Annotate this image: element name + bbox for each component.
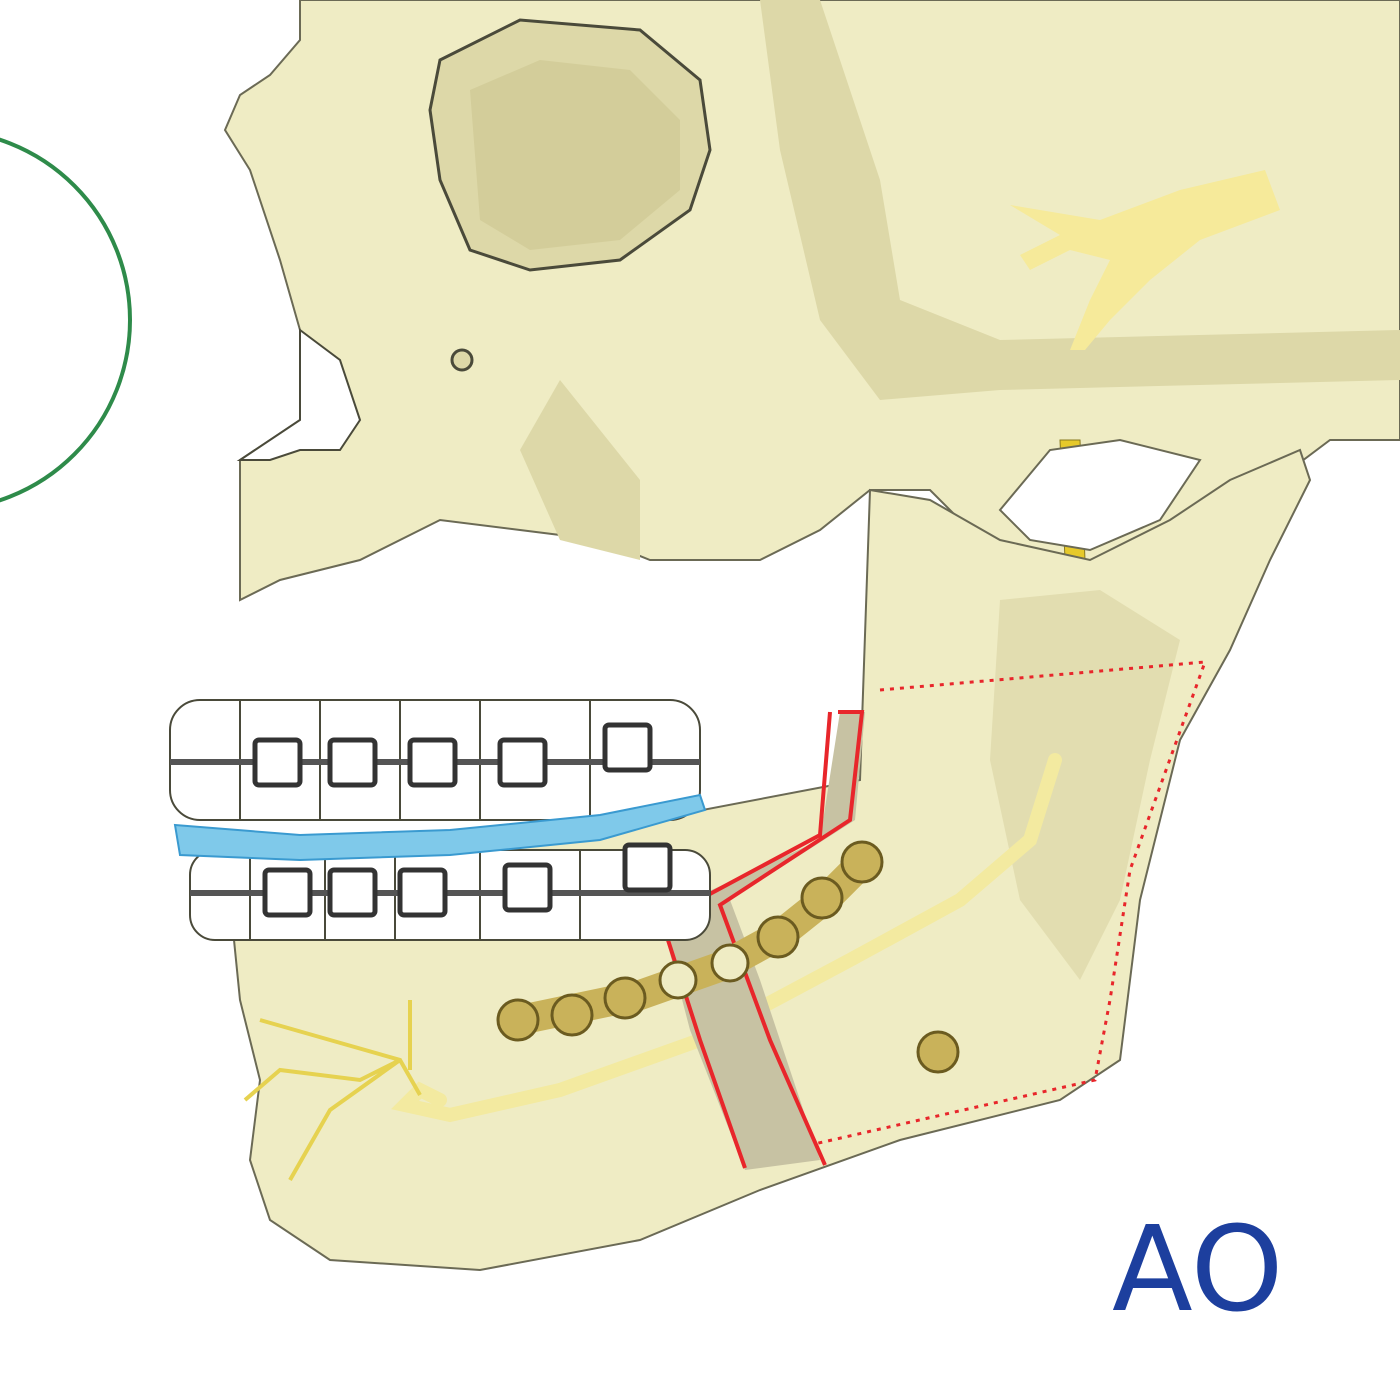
- screw: [756, 915, 800, 959]
- head-outline-circle: [0, 137, 132, 503]
- mental-nerve-branches: [243, 1000, 422, 1181]
- orbit-inner: [470, 60, 680, 250]
- screw: [603, 976, 647, 1020]
- occlusal-splint: [173, 793, 707, 862]
- nerve-branch-upper: [1010, 170, 1280, 350]
- fixation-plate: [496, 840, 960, 1074]
- maxilla-shadow: [520, 380, 640, 560]
- orthodontic-brackets: [252, 722, 673, 918]
- ramus-shadow: [990, 590, 1180, 980]
- positional-screw: [916, 1030, 960, 1074]
- zygomatic-shadow: [760, 0, 1400, 400]
- plate-hole: [658, 960, 698, 1000]
- ao-logo: AO: [1112, 1200, 1284, 1338]
- infraorbital-foramen: [450, 348, 474, 372]
- inferior-alveolar-nerve-canal: [391, 753, 1062, 1123]
- screw: [840, 840, 884, 884]
- osteotomy-gap: [660, 712, 865, 1170]
- ao-logo-text: AO: [1112, 1200, 1284, 1338]
- proximal-segment-dotted-outline: [809, 660, 1208, 1147]
- sigmoid-notch: [998, 438, 1202, 552]
- nasal-cavity: [236, 328, 362, 461]
- screw: [496, 998, 540, 1042]
- plate-hole: [710, 943, 750, 983]
- screw: [550, 993, 594, 1037]
- screw: [800, 876, 844, 920]
